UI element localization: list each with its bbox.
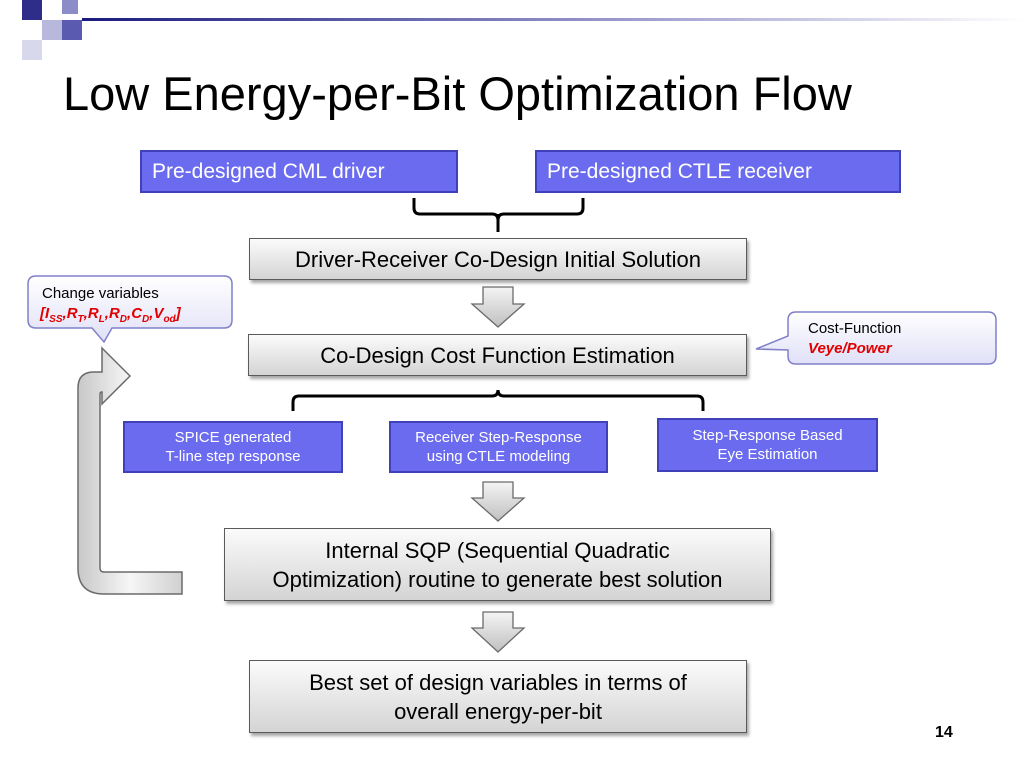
best-set-box: Best set of design variables in terms of… — [249, 660, 747, 733]
var-cd: C — [131, 305, 143, 322]
bracket-open: [ — [40, 305, 45, 322]
cost-function-label: Cost-Function — [808, 320, 902, 337]
best-line-1: Best set of design variables in terms of — [309, 669, 687, 695]
sep: , — [149, 305, 154, 322]
sep: , — [127, 305, 132, 322]
spice-line-1: SPICE generated — [174, 429, 292, 446]
initial-solution-box: Driver-Receiver Co-Design Initial Soluti… — [249, 238, 747, 280]
var-vod-sub: od — [163, 314, 176, 325]
eye-line-2: Eye Estimation — [717, 446, 818, 463]
slide-number: 14 — [935, 724, 953, 741]
down-arrow-3 — [470, 611, 526, 653]
var-rd-sub: D — [119, 314, 128, 325]
var-iss: I — [45, 305, 50, 322]
receiver-line-2: using CTLE modeling — [426, 448, 571, 465]
var-rl: R — [87, 305, 99, 322]
bracket-close: ] — [175, 305, 181, 322]
receiver-step-response-box: Receiver Step-Response using CTLE modeli… — [389, 421, 608, 473]
cost-function-expression: Veye/Power — [808, 340, 892, 357]
sqp-routine-box: Internal SQP (Sequential Quadratic Optim… — [224, 528, 771, 601]
cost-estimation-box: Co-Design Cost Function Estimation — [248, 334, 747, 376]
eye-estimation-box: Step-Response Based Eye Estimation — [657, 418, 878, 472]
eye-line-1: Step-Response Based — [692, 427, 843, 444]
sqp-line-1: Internal SQP (Sequential Quadratic — [325, 537, 670, 563]
var-rt: R — [66, 305, 78, 322]
var-rl-sub: L — [98, 314, 105, 325]
var-cd-sub: D — [142, 314, 150, 325]
sub-brace — [291, 389, 705, 411]
receiver-line-1: Receiver Step-Response — [415, 429, 582, 446]
var-rt-sub: T — [77, 314, 84, 325]
down-arrow-2 — [470, 481, 526, 522]
change-variables-list: [ISS,RT,RL,RD,CD,Vod] — [40, 304, 181, 329]
top-brace — [412, 198, 585, 232]
sep: , — [62, 305, 67, 322]
slide-title: Low Energy-per-Bit Optimization Flow — [63, 67, 852, 120]
down-arrow-1 — [470, 286, 526, 328]
ctle-receiver-box: Pre-designed CTLE receiver — [535, 150, 901, 193]
sqp-line-2: Optimization) routine to generate best s… — [272, 566, 723, 592]
sep: , — [83, 305, 88, 322]
spice-line-2: T-line step response — [165, 448, 301, 465]
best-line-2: overall energy-per-bit — [394, 698, 602, 724]
cml-driver-box: Pre-designed CML driver — [140, 150, 458, 193]
sep: , — [104, 305, 109, 322]
spice-tline-box: SPICE generated T-line step response — [123, 421, 343, 473]
var-iss-sub: SS — [49, 314, 63, 325]
change-variables-label: Change variables — [42, 285, 159, 302]
var-rd: R — [108, 305, 120, 322]
header-decoration — [22, 0, 1024, 60]
var-vod: V — [153, 305, 164, 322]
